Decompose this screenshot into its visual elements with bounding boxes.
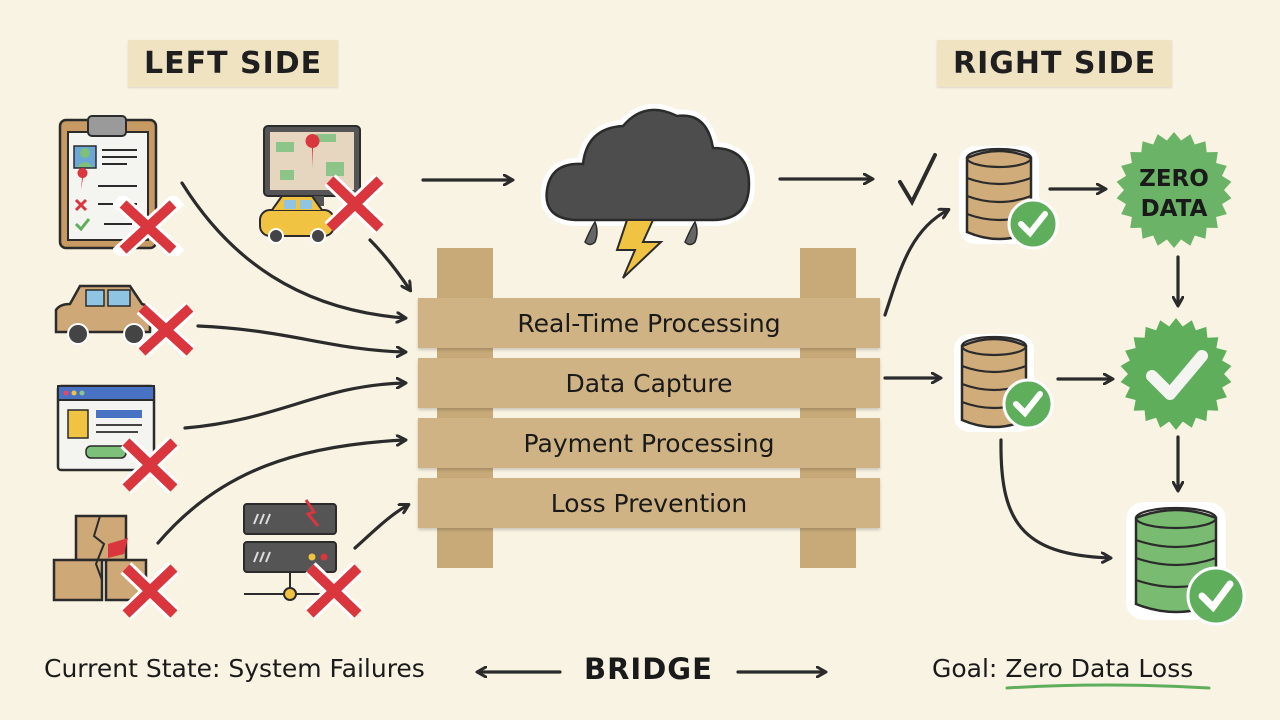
plank-data-capture: Data Capture <box>418 358 880 408</box>
database-middle-icon <box>954 334 1054 432</box>
database-green-icon <box>1126 502 1246 626</box>
goal-prefix: Goal: <box>932 654 1006 683</box>
fail-x-icon <box>304 562 364 620</box>
arrow-car <box>196 324 405 352</box>
left-side-label: LEFT SIDE <box>128 40 339 87</box>
broken-boxes-icon <box>52 514 148 602</box>
arrow-bridge-to-db-top <box>883 210 948 317</box>
plank-real-time-processing: Real-Time Processing <box>418 298 880 348</box>
badge-text-zero: ZERO <box>1139 166 1209 192</box>
fail-x-icon <box>324 174 386 234</box>
car-icon <box>54 284 152 345</box>
arrow-taxi <box>368 238 410 290</box>
fail-x-icon <box>136 302 196 358</box>
right-side-label: RIGHT SIDE <box>937 40 1173 87</box>
badge-text-data: DATA <box>1141 196 1208 222</box>
fail-x-icon <box>113 196 185 256</box>
current-state-label: Current State: System Failures <box>44 654 425 683</box>
zero-data-badge: ZERO DATA <box>1116 132 1232 248</box>
arrow-db-mid-to-green <box>999 438 1110 558</box>
arrow-clipboard <box>180 181 405 318</box>
arrow-boxes <box>156 440 405 545</box>
check-badge <box>1120 318 1232 430</box>
fail-x-icon <box>120 562 180 620</box>
storm-cloud-icon <box>540 104 755 279</box>
goal-underline <box>1005 683 1211 690</box>
arrow-server <box>353 505 408 550</box>
goal-highlight: Zero Data Loss <box>1005 654 1194 683</box>
goal-label: Goal: Zero Data Loss <box>932 654 1193 683</box>
server-rack-icon <box>243 499 337 601</box>
bridge-label: BRIDGE <box>584 652 713 686</box>
plank-payment-processing: Payment Processing <box>418 418 880 468</box>
fail-x-icon <box>120 436 180 494</box>
checkmark-stroke <box>898 153 937 207</box>
arrow-webform <box>183 383 405 430</box>
plank-loss-prevention: Loss Prevention <box>418 478 880 528</box>
database-top-icon <box>959 146 1059 250</box>
